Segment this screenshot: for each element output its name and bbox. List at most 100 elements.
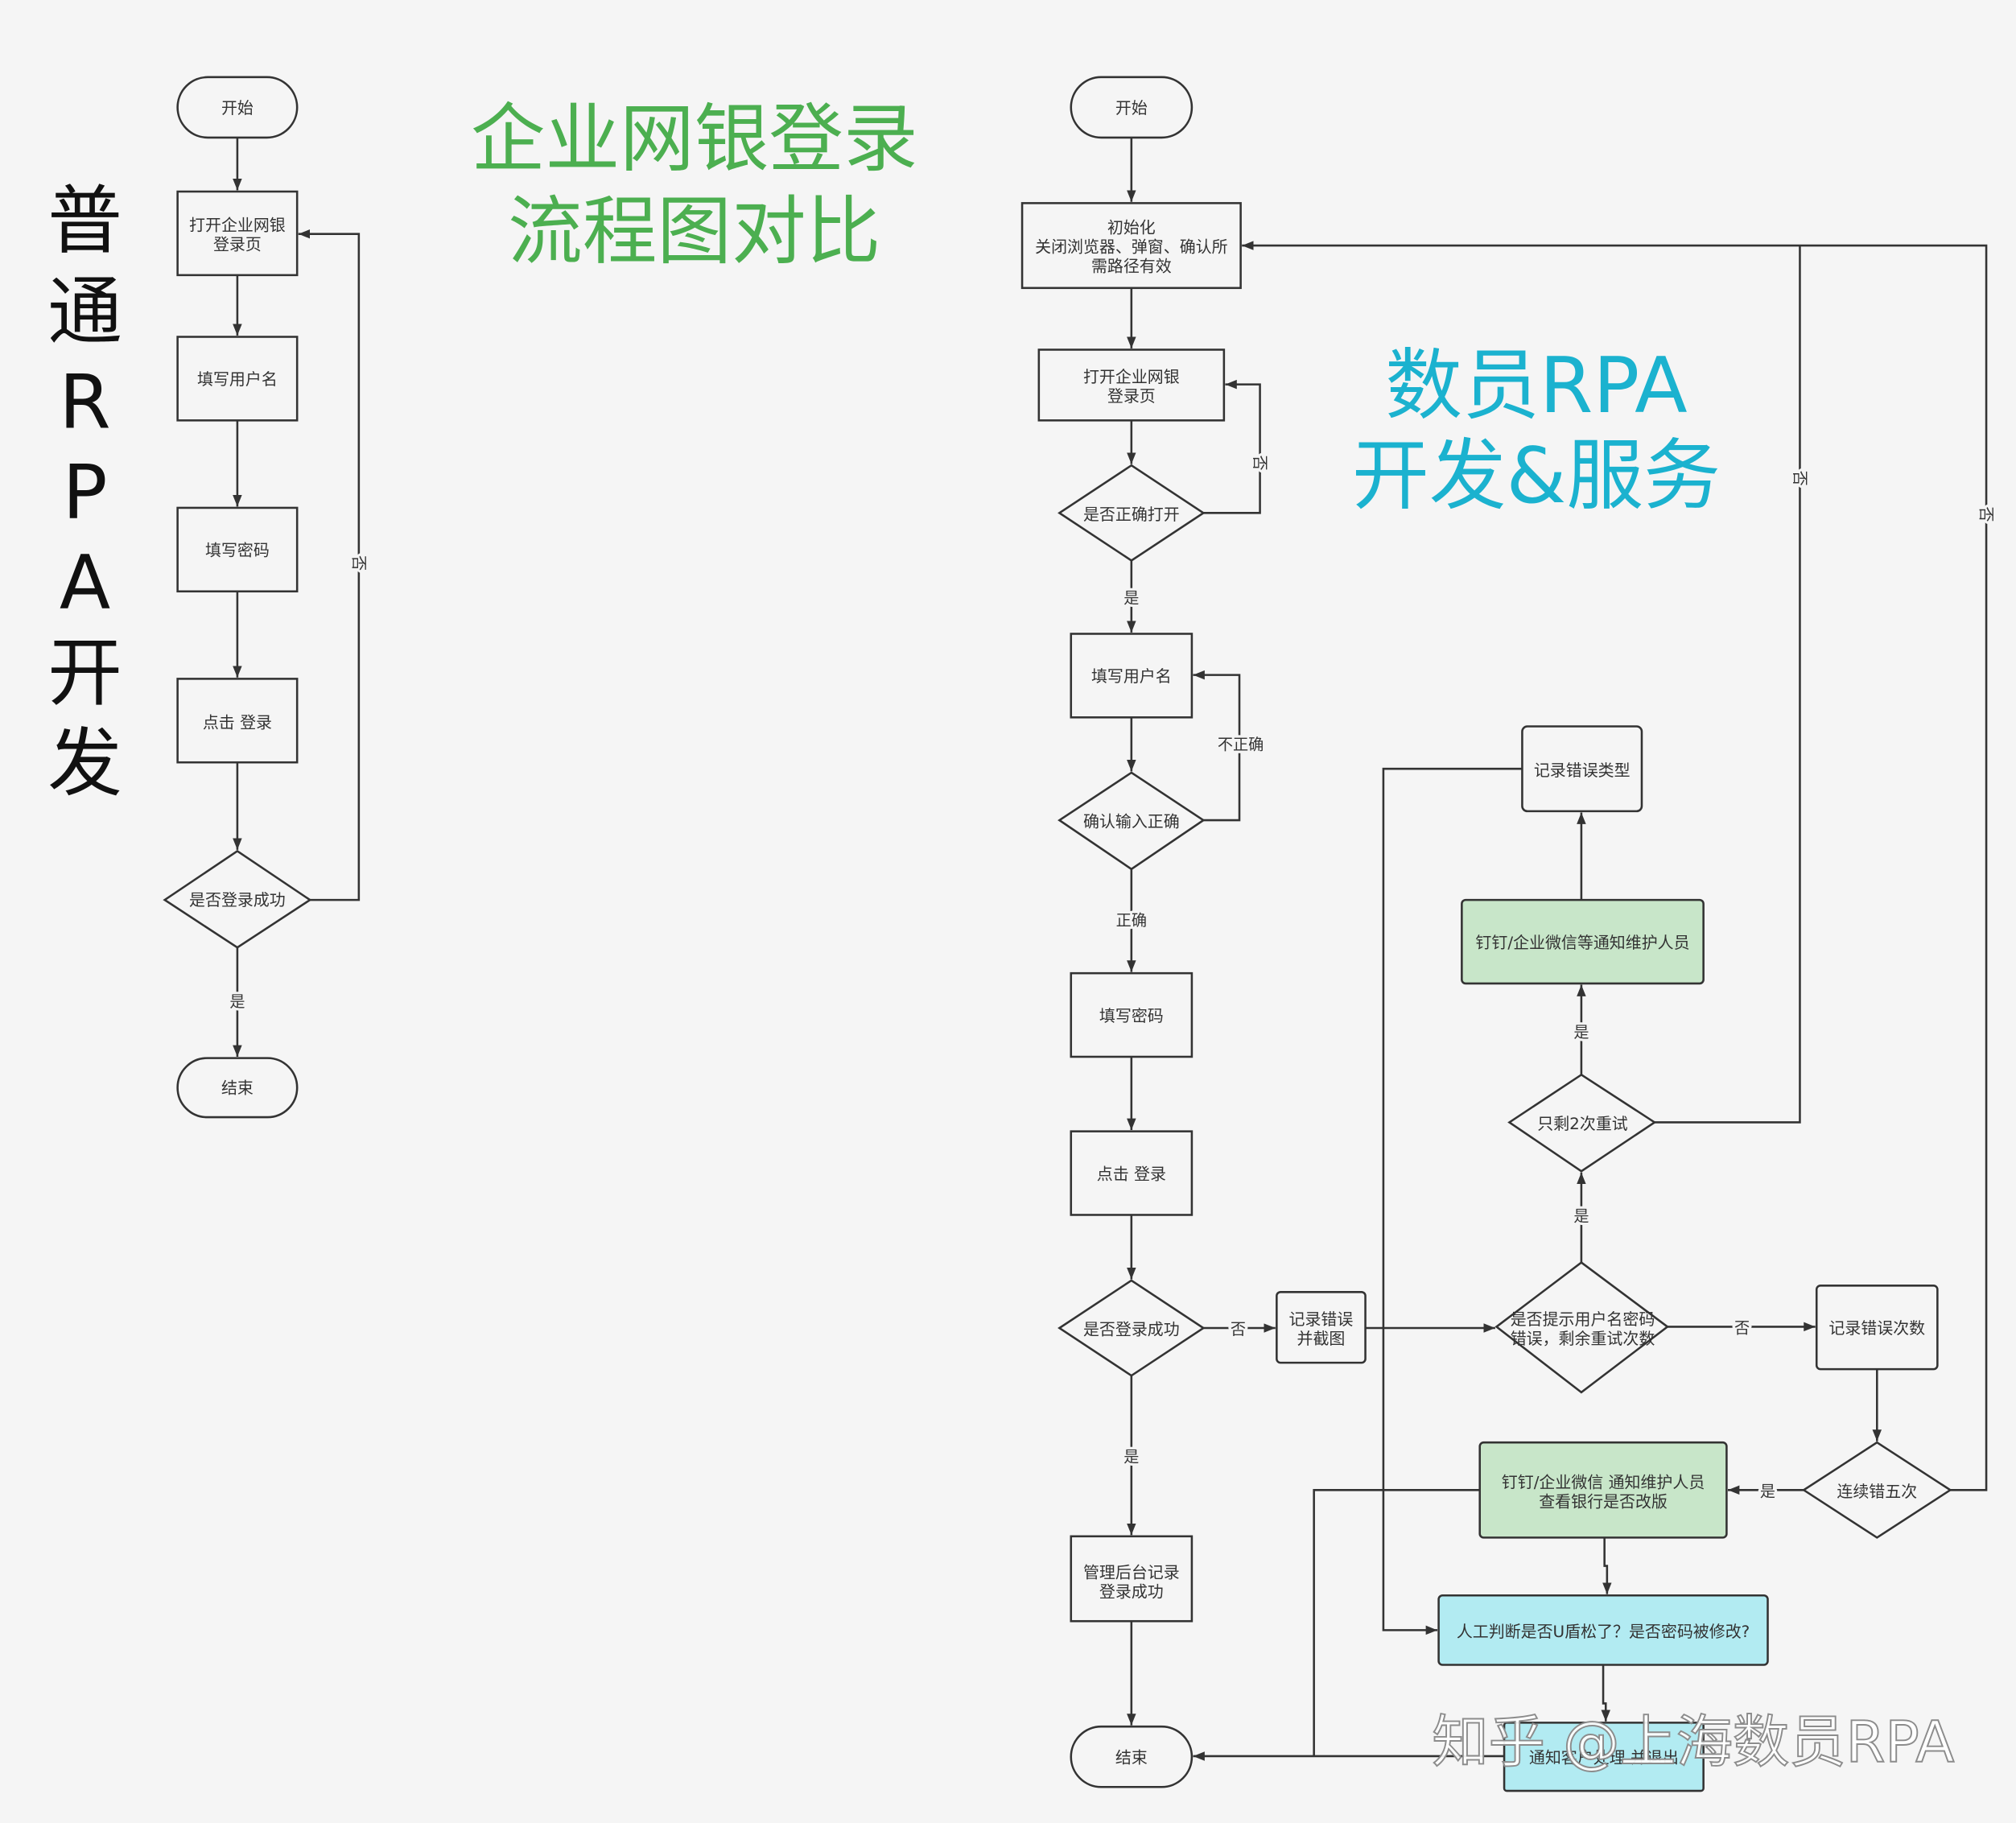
right-node-fill-password-label: 填写密码: [1099, 1006, 1164, 1025]
left-edge-label-yes: 是: [229, 992, 245, 1011]
right-node-manual-check: 人工判断是否U盾松了？是否密码被修改?: [1437, 1594, 1769, 1666]
right-edge-bank-end: [1313, 1489, 1480, 1756]
right-label-open-yes: 是: [1123, 588, 1139, 607]
left-node-end: 结束: [176, 1057, 299, 1119]
right-decision-five-errors-label: 连续错五次: [1837, 1482, 1917, 1501]
right-node-admin-log: 管理后台记录 登录成功: [1070, 1535, 1194, 1623]
zhihu-watermark: 知乎 @上海数员RPA: [1432, 1709, 1954, 1775]
right-decision-confirm-input: 确认输入正确: [1057, 771, 1206, 871]
vertical-title-char: P: [63, 449, 108, 536]
right-decision-login-success: 是否登录成功: [1057, 1279, 1206, 1377]
right-node-manual-check-label: 人工判断是否U盾松了？是否密码被修改?: [1457, 1622, 1750, 1641]
vertical-title-char: 发: [47, 720, 122, 806]
right-node-record-error-screenshot: 记录错误 并截图: [1276, 1291, 1367, 1364]
right-label-retry-no: 否: [1791, 471, 1809, 486]
right-node-open-page-line-1: 打开企业网银: [1083, 367, 1180, 386]
left-node-open-page-line-2: 登录页: [213, 234, 262, 254]
main-title: 企业网银登录 流程图对比: [471, 96, 918, 275]
right-decision-prompt-error: 是否提示用户名密码 错误，剩余重试次数: [1494, 1260, 1670, 1394]
right-edge-five-no: [1242, 241, 1988, 1491]
right-label-five-yes: 是: [1760, 1482, 1775, 1500]
left-decision-login-success-label: 是否登录成功: [189, 890, 286, 909]
right-node-click-login-label: 点击 登录: [1097, 1164, 1166, 1183]
left-node-click-login-label: 点击 登录: [203, 713, 272, 732]
right-decision-prompt-error-line-2: 错误，剩余重试次数: [1511, 1329, 1655, 1348]
right-node-record-error-count: 记录错误次数: [1815, 1285, 1939, 1371]
right-edge-bank-manual: [1602, 1537, 1612, 1594]
right-decision-two-retries-left: 只剩2次重试: [1507, 1073, 1657, 1173]
right-label-prompt-yes: 是: [1573, 1207, 1589, 1226]
main-title-line-2: 流程图对比: [508, 188, 880, 275]
right-label-incorrect: 不正确: [1218, 735, 1264, 753]
right-edge-errortype-manual: [1382, 767, 1523, 1635]
right-node-start: 开始: [1070, 76, 1194, 139]
right-label-open-no: 否: [1251, 455, 1269, 470]
left-node-click-login: 点击 登录: [176, 678, 299, 764]
right-flowchart: 否 是 不正确 正确 否 否 否 是 是 否 是 是 开始 初始化 关闭浏览器、…: [1020, 76, 1998, 1792]
right-edge-open-check-no: [1203, 379, 1261, 514]
left-edge-label-no: 否: [349, 555, 368, 571]
right-decision-opened-correctly-label: 是否正确打开: [1083, 505, 1180, 524]
right-decision-five-errors: 连续错五次: [1801, 1441, 1952, 1539]
left-decision-login-success: 是否登录成功: [163, 849, 312, 949]
right-node-open-page: 打开企业网银 登录页: [1037, 349, 1226, 422]
right-label-login-yes: 是: [1123, 1447, 1139, 1466]
right-node-click-login: 点击 登录: [1070, 1130, 1194, 1216]
right-decision-opened-correctly: 是否正确打开: [1057, 464, 1206, 562]
right-node-record-error-type: 记录错误类型: [1521, 725, 1643, 813]
right-node-fill-password: 填写密码: [1070, 971, 1194, 1058]
brand-title-line-2: 开发&服务: [1352, 431, 1721, 521]
right-node-notify-maintainer: 钉钉/企业微信等通知维护人员: [1461, 898, 1705, 985]
right-node-notify-check-bank-line-2: 查看银行是否改版: [1539, 1492, 1668, 1512]
right-decision-login-success-label: 是否登录成功: [1083, 1320, 1180, 1339]
right-node-fill-username: 填写用户名: [1070, 633, 1194, 719]
left-flowchart: 否 是 开始 打开企业网银 登录页 填写用户名 填写密码 点击 登录 是否登录成…: [163, 76, 371, 1119]
right-node-init-line-1: 初始化: [1107, 218, 1156, 237]
right-node-notify-maintainer-label: 钉钉/企业微信等通知维护人员: [1475, 933, 1689, 952]
right-node-notify-customer: 通知客户处理 并退出: [1503, 1722, 1705, 1792]
left-node-open-page: 打开企业网银 登录页: [176, 190, 299, 277]
brand-title-line-1: 数员RPA: [1385, 340, 1687, 431]
right-node-record-error-screenshot-line-2: 并截图: [1297, 1329, 1346, 1348]
right-label-retry-yes: 是: [1573, 1023, 1589, 1041]
right-label-login-no: 否: [1231, 1320, 1246, 1338]
left-node-open-page-line-1: 打开企业网银: [189, 216, 286, 235]
right-label-five-no: 否: [1977, 506, 1996, 522]
right-decision-prompt-error-line-1: 是否提示用户名密码: [1511, 1310, 1655, 1329]
vertical-title-char: 普: [47, 178, 122, 265]
vertical-title-char: 通: [47, 268, 122, 355]
right-label-correct: 正确: [1116, 911, 1147, 930]
right-node-notify-customer-label: 通知客户处理 并退出: [1529, 1748, 1679, 1767]
brand-title: 数员RPA 开发&服务: [1352, 340, 1721, 521]
vertical-title-char: R: [59, 358, 110, 445]
right-node-start-label: 开始: [1115, 98, 1148, 118]
right-node-record-error-type-label: 记录错误类型: [1534, 761, 1631, 780]
right-node-init-line-3: 需路径有效: [1091, 257, 1172, 276]
right-node-notify-check-bank-line-1: 钉钉/企业微信 通知维护人员: [1502, 1473, 1705, 1492]
right-node-end-label: 结束: [1115, 1748, 1148, 1767]
vertical-title-char: A: [60, 539, 110, 626]
right-node-record-error-screenshot-line-1: 记录错误: [1289, 1310, 1354, 1329]
right-node-init: 初始化 关闭浏览器、弹窗、确认所 需路径有效: [1020, 202, 1242, 290]
right-node-notify-check-bank: 钉钉/企业微信 通知维护人员 查看银行是否改版: [1478, 1441, 1728, 1539]
right-edge-confirm-incorrect: [1193, 670, 1241, 822]
right-node-fill-username-label: 填写用户名: [1091, 666, 1172, 686]
right-node-end: 结束: [1070, 1725, 1194, 1788]
vertical-title-char: 开: [47, 629, 122, 716]
right-node-record-error-count-label: 记录错误次数: [1828, 1318, 1925, 1338]
right-decision-two-retries-left-label: 只剩2次重试: [1537, 1114, 1628, 1133]
right-node-open-page-line-2: 登录页: [1107, 386, 1156, 406]
left-node-start: 开始: [176, 76, 299, 139]
left-node-fill-password: 填写密码: [176, 506, 299, 593]
main-title-line-1: 企业网银登录: [471, 96, 918, 183]
left-edge-decision-no-loop: [298, 229, 361, 901]
left-node-fill-username: 填写用户名: [176, 336, 299, 422]
right-edge-retry-no: [1654, 245, 1801, 1124]
right-decision-confirm-input-label: 确认输入正确: [1083, 812, 1180, 831]
right-edge-manual-customer: [1601, 1664, 1611, 1722]
left-node-end-label: 结束: [221, 1078, 254, 1097]
right-node-admin-log-line-1: 管理后台记录: [1083, 1563, 1180, 1582]
